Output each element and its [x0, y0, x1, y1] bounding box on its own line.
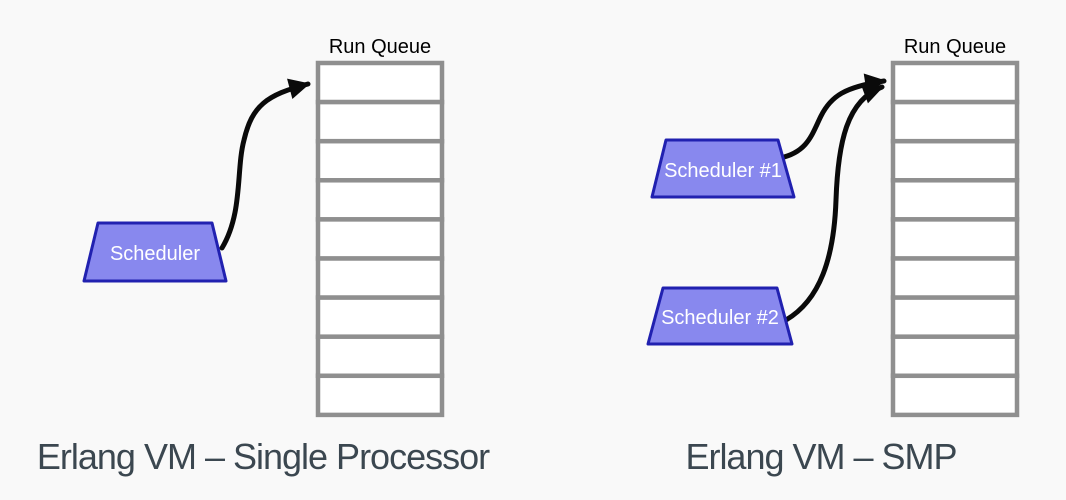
run-queue-title: Run Queue — [904, 36, 1006, 58]
run-queue-cell — [890, 60, 1020, 105]
scheduler1-label: Scheduler #1 — [664, 160, 782, 182]
scheduler-label: Scheduler — [110, 243, 200, 265]
run-queue-cell — [315, 295, 445, 339]
smp-diagram: Run Queue Scheduler #1 Scheduler #2 Erla… — [646, 36, 1020, 477]
scheduler1-shape — [650, 138, 796, 199]
run-queue-cell — [890, 373, 1020, 418]
scheduler-to-queue-arrow — [219, 78, 311, 251]
run-queue-cell — [315, 138, 445, 183]
run-queue — [890, 60, 1020, 418]
run-queue-cell — [315, 256, 445, 300]
scheduler1-to-queue-arrow — [777, 73, 887, 161]
scheduler-shape — [82, 221, 228, 283]
run-queue-cell — [890, 217, 1020, 261]
scheduler2-to-queue-arrow — [783, 83, 885, 323]
scheduler2-shape — [646, 286, 794, 346]
run-queue-cell — [890, 138, 1020, 183]
run-queue-cell — [315, 217, 445, 261]
scheduler2-label: Scheduler #2 — [661, 307, 779, 329]
run-queue — [315, 60, 445, 418]
run-queue-cell — [890, 334, 1020, 379]
diagram-caption-single-processor: Erlang VM – Single Processor — [37, 436, 490, 477]
run-queue-title: Run Queue — [329, 36, 431, 58]
run-queue-cell — [315, 334, 445, 379]
run-queue-cell — [315, 178, 445, 222]
run-queue-cell — [315, 99, 445, 144]
run-queue-cell — [890, 99, 1020, 144]
run-queue-cell — [890, 256, 1020, 300]
run-queue-cell — [890, 295, 1020, 339]
diagram-caption-smp: Erlang VM – SMP — [685, 436, 956, 477]
run-queue-cell — [890, 178, 1020, 222]
single-processor-diagram: Run Queue Scheduler Erlang VM – Single P… — [37, 36, 491, 477]
run-queue-cell — [315, 60, 445, 105]
run-queue-cell — [315, 373, 445, 418]
